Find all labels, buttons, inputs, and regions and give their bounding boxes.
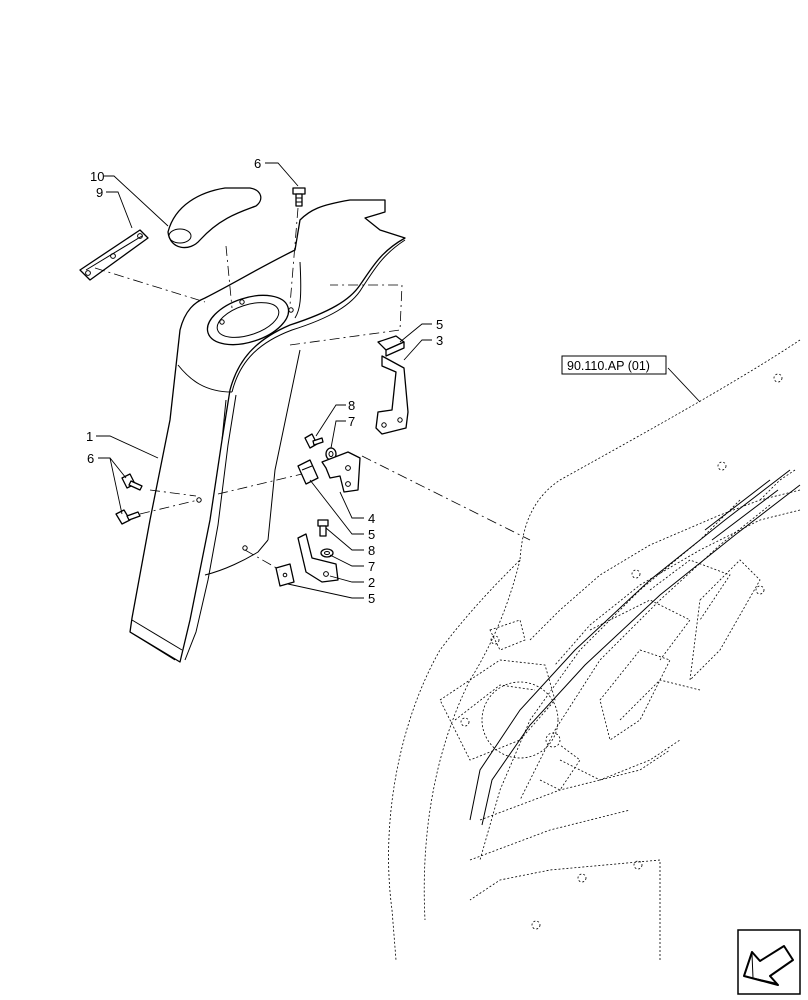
callout-8-lower: 8 — [368, 543, 375, 558]
callout-5-middle: 5 — [368, 527, 375, 542]
clip-nut-middle — [297, 459, 319, 485]
callout-8-upper: 8 — [348, 398, 355, 413]
callout-6-left: 6 — [87, 451, 94, 466]
rail-assembly — [469, 469, 801, 826]
screw-left-lower — [115, 509, 141, 525]
handle-grip — [167, 187, 262, 249]
callout-1: 1 — [86, 429, 93, 444]
callout-10: 10 — [90, 169, 104, 184]
callout-2: 2 — [368, 575, 375, 590]
callout-3: 3 — [436, 333, 443, 348]
bolt-lower — [317, 519, 329, 537]
assembly-lines — [94, 207, 531, 571]
callout-labels: 10 9 6 1 6 8 7 5 3 4 5 8 7 2 5 — [86, 156, 443, 606]
bracket-middle — [321, 451, 361, 493]
machine-body-outline — [388, 339, 801, 961]
screw-top — [292, 187, 306, 207]
clip-nut-top — [377, 335, 405, 357]
callout-5-top: 5 — [436, 317, 443, 332]
return-arrow-icon[interactable] — [737, 929, 801, 995]
clip-nut-lower — [275, 563, 295, 587]
callout-5-lower: 5 — [368, 591, 375, 606]
callout-9: 9 — [96, 185, 103, 200]
callout-4: 4 — [368, 511, 375, 526]
callout-7-lower: 7 — [368, 559, 375, 574]
callout-7-upper: 7 — [348, 414, 355, 429]
strap-plate — [79, 229, 149, 281]
bracket-lower — [297, 533, 339, 583]
callout-6-top: 6 — [254, 156, 261, 171]
reference-label[interactable]: 90.110.AP (01) — [567, 359, 650, 373]
leader-lines — [96, 162, 701, 599]
bracket-upper — [375, 355, 409, 435]
bolt-upper — [304, 433, 324, 449]
cover-panel — [129, 199, 406, 663]
reference-link[interactable]: 90.110.AP (01) — [561, 355, 667, 375]
